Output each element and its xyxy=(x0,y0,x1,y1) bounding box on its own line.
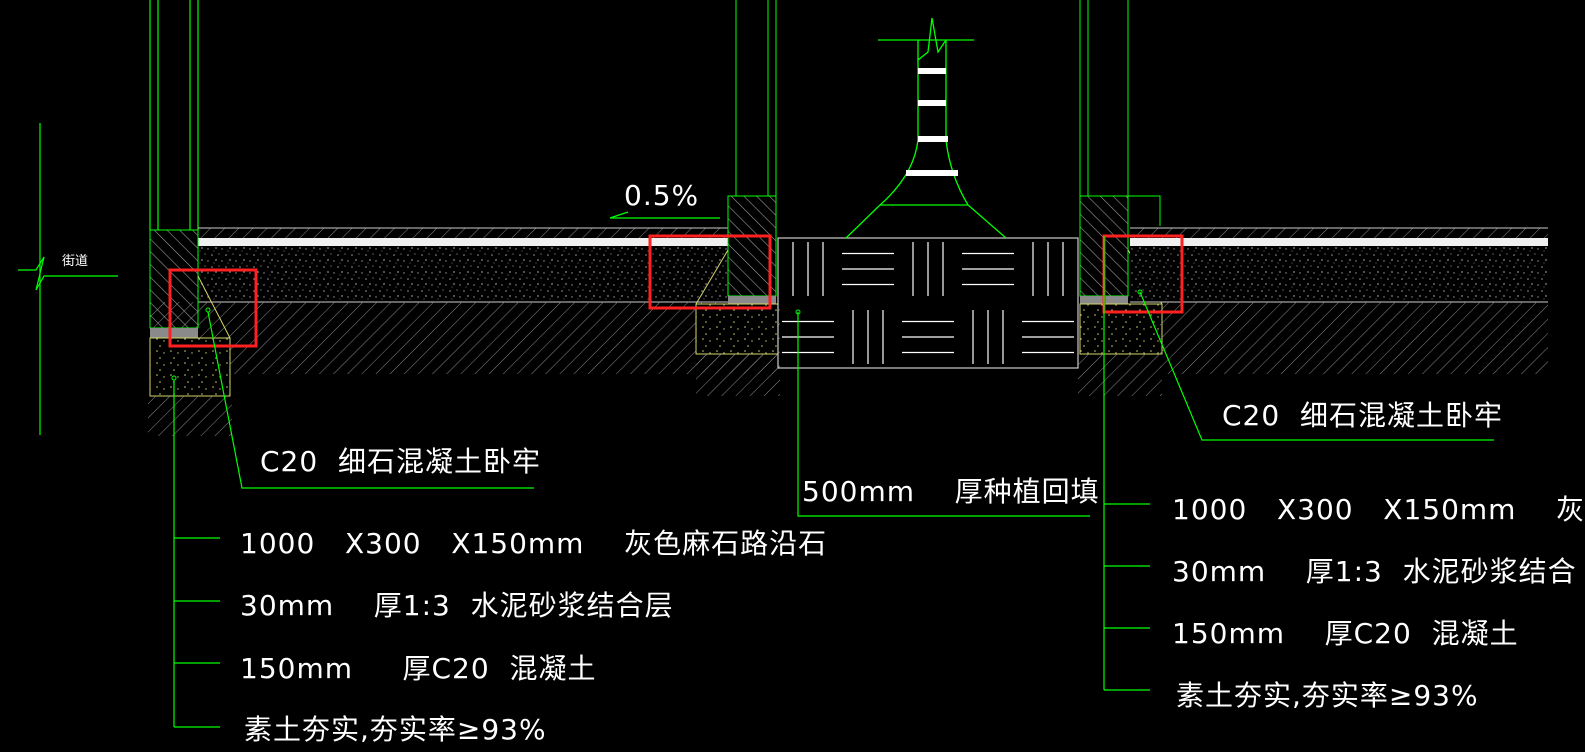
cad-section-drawing xyxy=(18,0,1548,728)
left-wall-lines xyxy=(149,0,199,230)
slope-arrow xyxy=(609,211,720,219)
planting-label: 500mm 厚种植回填 xyxy=(802,475,1100,508)
left-curb-stone xyxy=(148,229,232,436)
left-layer-2: 30mm 厚1:3 水泥砂浆结合层 xyxy=(240,589,674,622)
slope-label: 0.5% xyxy=(624,179,700,212)
left-layer-4: 素土夯实,夯实率≥93% xyxy=(244,713,547,746)
street-break-line xyxy=(18,123,118,435)
left-pavement-layers xyxy=(150,227,780,374)
street-label: 街道 xyxy=(62,254,89,269)
right-callout-label: C20 细石混凝土卧牢 xyxy=(1222,399,1503,432)
leader-dots xyxy=(171,289,1143,381)
highlight-box-center xyxy=(648,234,772,310)
right-layer-4: 素土夯实,夯实率≥93% xyxy=(1176,679,1479,712)
tree-trunk xyxy=(845,17,1007,239)
highlight-box-left xyxy=(168,268,258,348)
left-callout-label: C20 细石混凝土卧牢 xyxy=(260,445,541,478)
right-layer-1: 1000 X300 X150mm 灰 xyxy=(1172,493,1585,526)
left-layer-3: 150mm 厚C20 混凝土 xyxy=(240,652,597,685)
right-layer-3: 150mm 厚C20 混凝土 xyxy=(1172,617,1519,650)
right-layer-2: 30mm 厚1:3 水泥砂浆结合 xyxy=(1172,555,1577,588)
planting-backfill-pattern xyxy=(777,237,1079,369)
right-pavement-layers xyxy=(1130,227,1548,374)
left-layer-1: 1000 X300 X150mm 灰色麻石路沿石 xyxy=(240,527,828,560)
center-left-curb xyxy=(695,0,780,396)
leader-lines xyxy=(173,236,1494,728)
tree-bands xyxy=(906,68,958,176)
center-right-curb xyxy=(1078,0,1163,396)
